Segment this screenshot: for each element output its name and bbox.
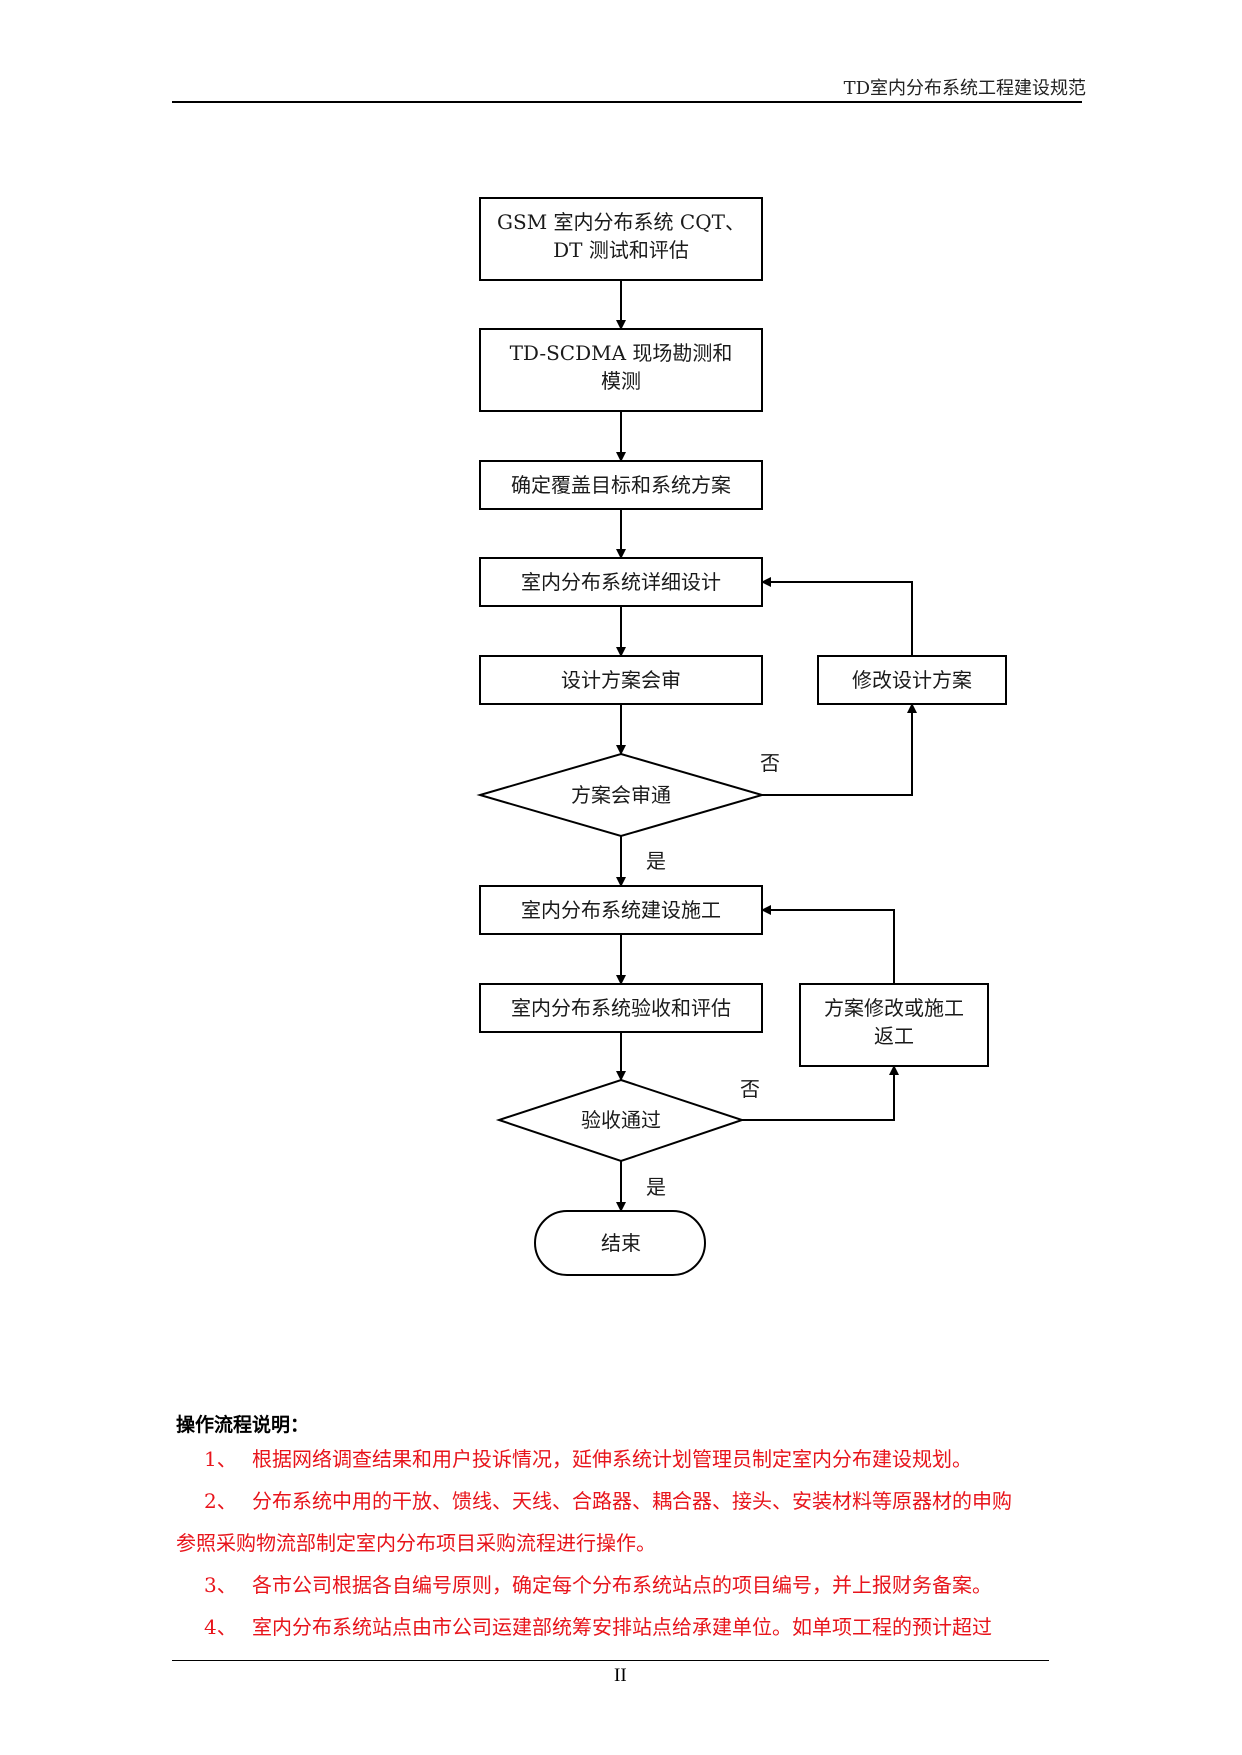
rework-line-1: 方案修改或施工 bbox=[824, 996, 964, 1020]
header-title: TD室内分布系统工程建设规范 bbox=[843, 78, 1086, 99]
yes-label-1: 是 bbox=[646, 849, 666, 873]
note-item-4: 4、室内分布系统站点由市公司运建部统筹安排站点给承建单位。如单项工程的预计超过 bbox=[204, 1611, 992, 1640]
note-number-4: 4、 bbox=[204, 1615, 237, 1639]
note-number-2: 2、 bbox=[204, 1489, 237, 1513]
note-text-4: 室内分布系统站点由市公司运建部统筹安排站点给承建单位。如单项工程的预计超过 bbox=[252, 1615, 992, 1639]
no-label-1: 否 bbox=[760, 751, 780, 775]
modify-design-label: 修改设计方案 bbox=[852, 668, 972, 692]
decision-1-label: 方案会审通 bbox=[571, 783, 671, 807]
step-6-label: 室内分布系统建设施工 bbox=[521, 898, 721, 922]
note-number-1: 1、 bbox=[204, 1447, 237, 1471]
note-item-3: 3、各市公司根据各自编号原则，确定每个分布系统站点的项目编号，并上报财务备案。 bbox=[204, 1569, 992, 1598]
footer-rule bbox=[172, 1660, 1049, 1661]
step-5-label: 设计方案会审 bbox=[561, 668, 681, 692]
step-1-line-1: GSM 室内分布系统 CQT、 bbox=[497, 210, 745, 234]
decision-2-label: 验收通过 bbox=[581, 1108, 661, 1132]
step-4-label: 室内分布系统详细设计 bbox=[521, 570, 721, 594]
notes-heading: 操作流程说明： bbox=[176, 1414, 310, 1436]
no-label-2: 否 bbox=[740, 1077, 760, 1101]
step-3-label: 确定覆盖目标和系统方案 bbox=[511, 473, 731, 497]
step-2-line-2: 模测 bbox=[601, 369, 641, 393]
step-2-line-1: TD-SCDMA 现场勘测和 bbox=[510, 341, 733, 365]
note-text-1: 根据网络调查结果和用户投诉情况，延伸系统计划管理员制定室内分布建设规划。 bbox=[252, 1447, 972, 1471]
yes-label-2: 是 bbox=[646, 1175, 666, 1199]
note-item-1: 1、根据网络调查结果和用户投诉情况，延伸系统计划管理员制定室内分布建设规划。 bbox=[204, 1443, 972, 1472]
rework-line-2: 返工 bbox=[874, 1024, 914, 1048]
end-label: 结束 bbox=[601, 1231, 641, 1255]
note-item-2-continuation: 参照采购物流部制定室内分布项目采购流程进行操作。 bbox=[176, 1527, 656, 1556]
step-7-label: 室内分布系统验收和评估 bbox=[511, 996, 731, 1020]
note-text-2-line-1: 分布系统中用的干放、馈线、天线、合路器、耦合器、接头、安装材料等原器材的申购 bbox=[252, 1489, 1012, 1513]
header-rule bbox=[172, 101, 1082, 103]
note-text-3: 各市公司根据各自编号原则，确定每个分布系统站点的项目编号，并上报财务备案。 bbox=[252, 1573, 992, 1597]
step-1-line-2: DT 测试和评估 bbox=[553, 238, 689, 262]
note-number-3: 3、 bbox=[204, 1573, 237, 1597]
note-item-2: 2、分布系统中用的干放、馈线、天线、合路器、耦合器、接头、安装材料等原器材的申购 bbox=[204, 1485, 1012, 1514]
note-text-2-line-2: 参照采购物流部制定室内分布项目采购流程进行操作。 bbox=[176, 1531, 656, 1555]
page-number: II bbox=[614, 1665, 627, 1686]
flowchart: GSM 室内分布系统 CQT、 DT 测试和评估 TD-SCDMA 现场勘测和 … bbox=[476, 197, 1007, 1276]
